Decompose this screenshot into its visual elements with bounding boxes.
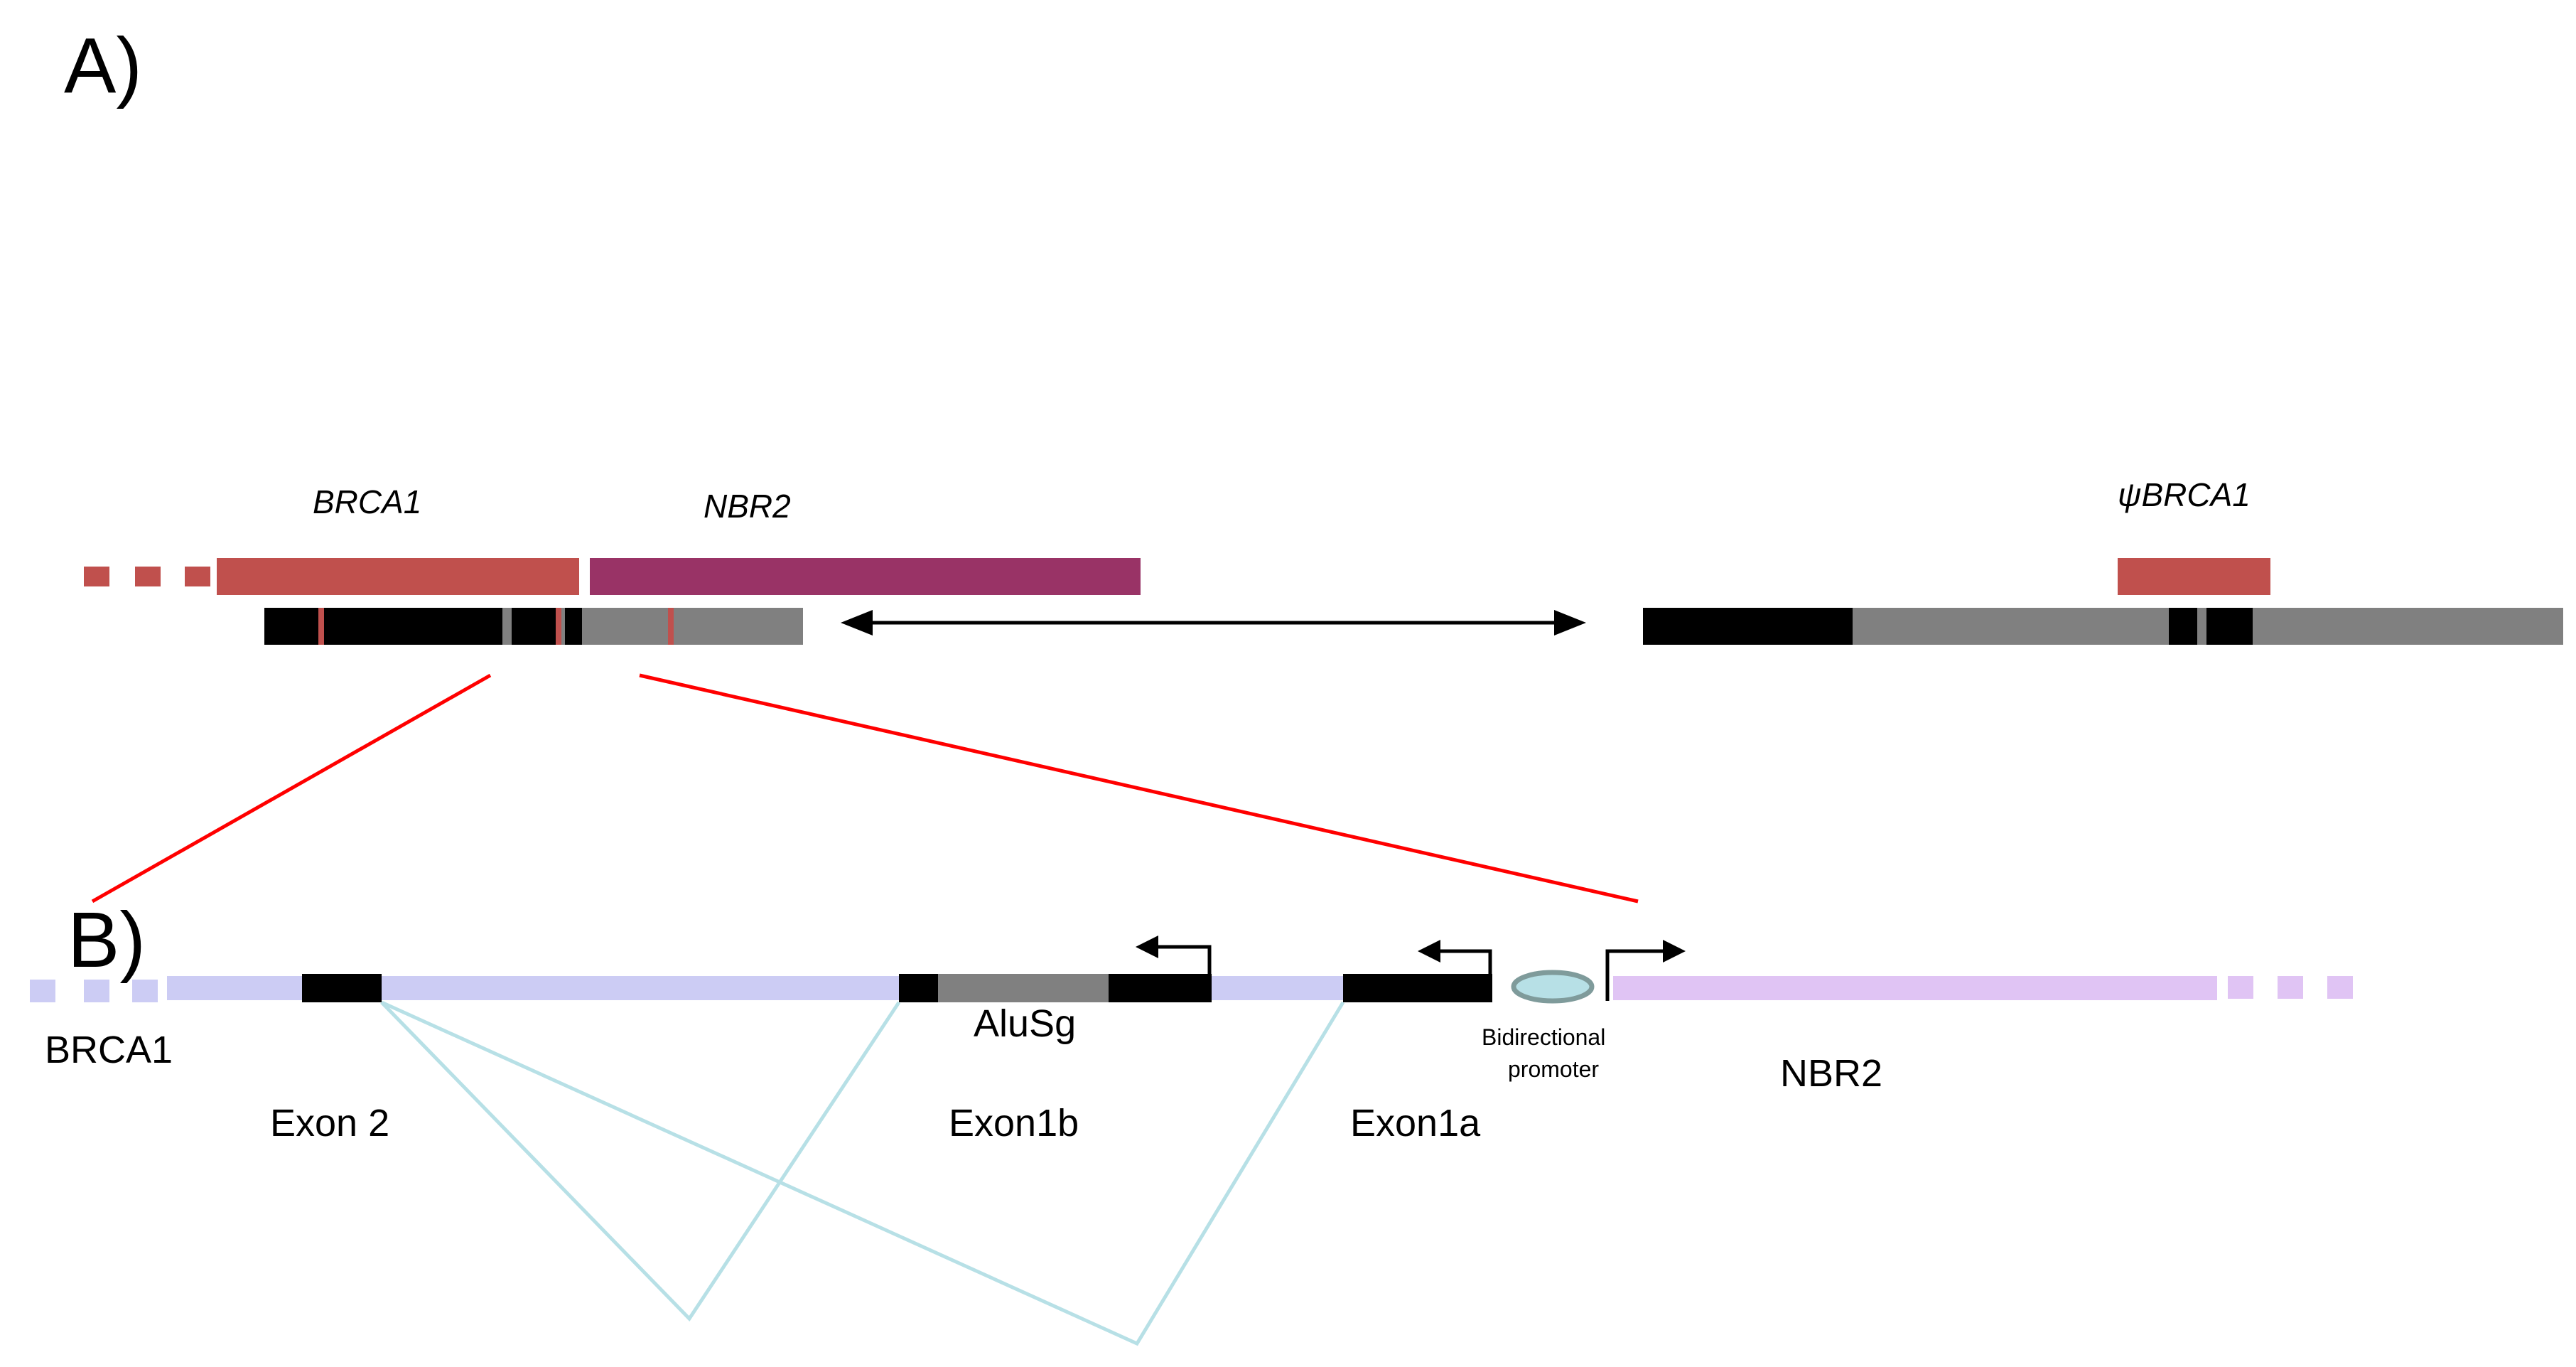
red-marker xyxy=(556,608,561,645)
pseudo-brca1-gene-bar xyxy=(2118,558,2270,595)
exon1b-box-left xyxy=(899,974,938,1002)
splice-lines xyxy=(380,1000,1345,1346)
exon1b-label: Exon1b xyxy=(949,1102,1079,1144)
alusg-box xyxy=(938,974,1109,1002)
panel-a-label: A) xyxy=(64,22,142,109)
red-marker xyxy=(318,608,324,645)
alusg-label: AluSg xyxy=(974,1002,1076,1045)
nbr2-dashed-extension-b xyxy=(2228,976,2353,999)
brca1-label-b: BRCA1 xyxy=(45,1029,173,1071)
exon1a-label: Exon1a xyxy=(1350,1102,1481,1144)
exon2-box xyxy=(302,974,382,1002)
promoter-label-line1: Bidirectional xyxy=(1482,1024,1605,1050)
red-marker xyxy=(668,608,674,645)
brca1-gene-label: BRCA1 xyxy=(313,483,421,520)
promoter-ellipse-icon xyxy=(1511,970,1595,1004)
zoom-lines xyxy=(91,673,1639,904)
nbr2-gene-label: NBR2 xyxy=(704,488,791,525)
pseudo-brca1-gene-label: ψBRCA1 xyxy=(2118,476,2251,513)
nbr2-gene-bar xyxy=(590,558,1141,595)
nbr2-region-b xyxy=(1613,976,2217,1000)
brca1-dashed-extension-b xyxy=(30,980,158,1002)
promoter-label-line2: promoter xyxy=(1508,1056,1599,1082)
dna-segment-right xyxy=(1643,608,2563,645)
nbr2-tss-arrow-icon xyxy=(1605,940,1686,1001)
panel-b-label: B) xyxy=(68,896,146,984)
exon1a-tss-arrow-icon xyxy=(1418,940,1492,974)
nbr2-label-b: NBR2 xyxy=(1780,1052,1882,1095)
exon1a-box xyxy=(1343,974,1492,1002)
double-headed-arrow-icon xyxy=(841,610,1586,636)
dna-segment-left xyxy=(264,608,803,645)
exon1b-tss-arrow-icon xyxy=(1136,936,1212,974)
brca1-dashed-extension xyxy=(84,567,210,586)
exon2-label: Exon 2 xyxy=(270,1102,389,1144)
brca1-gene-bar xyxy=(217,558,579,595)
exon1b-box-right xyxy=(1109,974,1212,1002)
